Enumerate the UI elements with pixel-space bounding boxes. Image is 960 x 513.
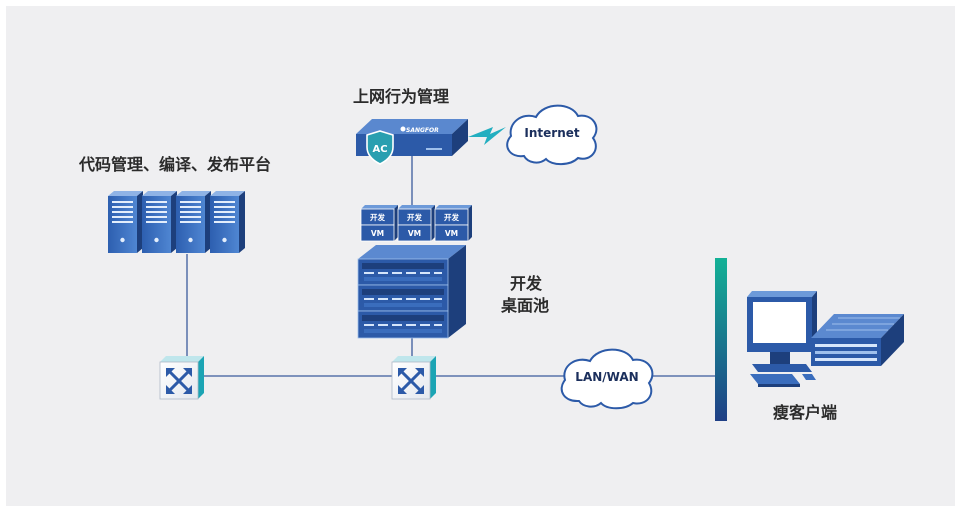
vm-box: 开发 VM	[397, 205, 435, 242]
behavior-management-title: 上网行为管理	[353, 87, 450, 106]
internet-cloud-label: Internet	[524, 126, 579, 140]
code-platform-title: 代码管理、编译、发布平台	[79, 155, 272, 174]
thin-client-workstation	[747, 291, 904, 387]
tower-server	[108, 191, 143, 253]
ac-badge-label: AC	[372, 144, 387, 155]
lan-wan-cloud-label: LAN/WAN	[575, 370, 638, 384]
vm-top-label: 开发	[370, 212, 385, 222]
access-bar	[715, 258, 727, 421]
vm-top-label: 开发	[407, 212, 422, 222]
vm-bottom-label: VM	[445, 229, 458, 238]
vm-bottom-label: VM	[408, 229, 421, 238]
vm-bottom-label: VM	[371, 229, 384, 238]
network-diagram: Internet LAN/WAN SANGFOR AC 开发	[108, 104, 904, 421]
switch-left	[159, 356, 204, 400]
vm-group: 开发 VM 开发 VM 开发 VM	[360, 205, 472, 242]
ac-appliance: SANGFOR AC	[356, 119, 468, 165]
switch-arrows-icon	[167, 369, 191, 393]
shield-icon	[366, 130, 394, 165]
desktop-pool-servers	[357, 245, 466, 339]
keyboard-icon	[750, 374, 816, 387]
connection-lines	[186, 151, 715, 377]
desktop-pool-title-line2: 桌面池	[501, 296, 550, 315]
vm-top-label: 开发	[444, 212, 459, 222]
lan-wan-cloud: LAN/WAN	[560, 348, 654, 410]
vm-box: 开发 VM	[434, 205, 472, 242]
tower-server	[142, 191, 177, 253]
tower-server	[176, 191, 211, 253]
tower-server	[210, 191, 245, 253]
monitor-icon	[747, 291, 817, 372]
switch-arrows-icon	[399, 369, 423, 393]
code-platform-servers	[108, 191, 245, 253]
lightning-icon	[468, 127, 506, 145]
vm-box: 开发 VM	[360, 205, 398, 242]
thin-client-title: 瘦客户端	[773, 403, 838, 422]
diagram-canvas: Internet LAN/WAN SANGFOR AC 开发	[6, 6, 955, 506]
internet-cloud: Internet	[506, 104, 598, 166]
desktop-pool-title-line1: 开发	[510, 274, 543, 293]
thin-client-box-icon	[811, 314, 904, 366]
switch-right	[391, 356, 436, 400]
ac-brand-label: SANGFOR	[406, 127, 439, 134]
